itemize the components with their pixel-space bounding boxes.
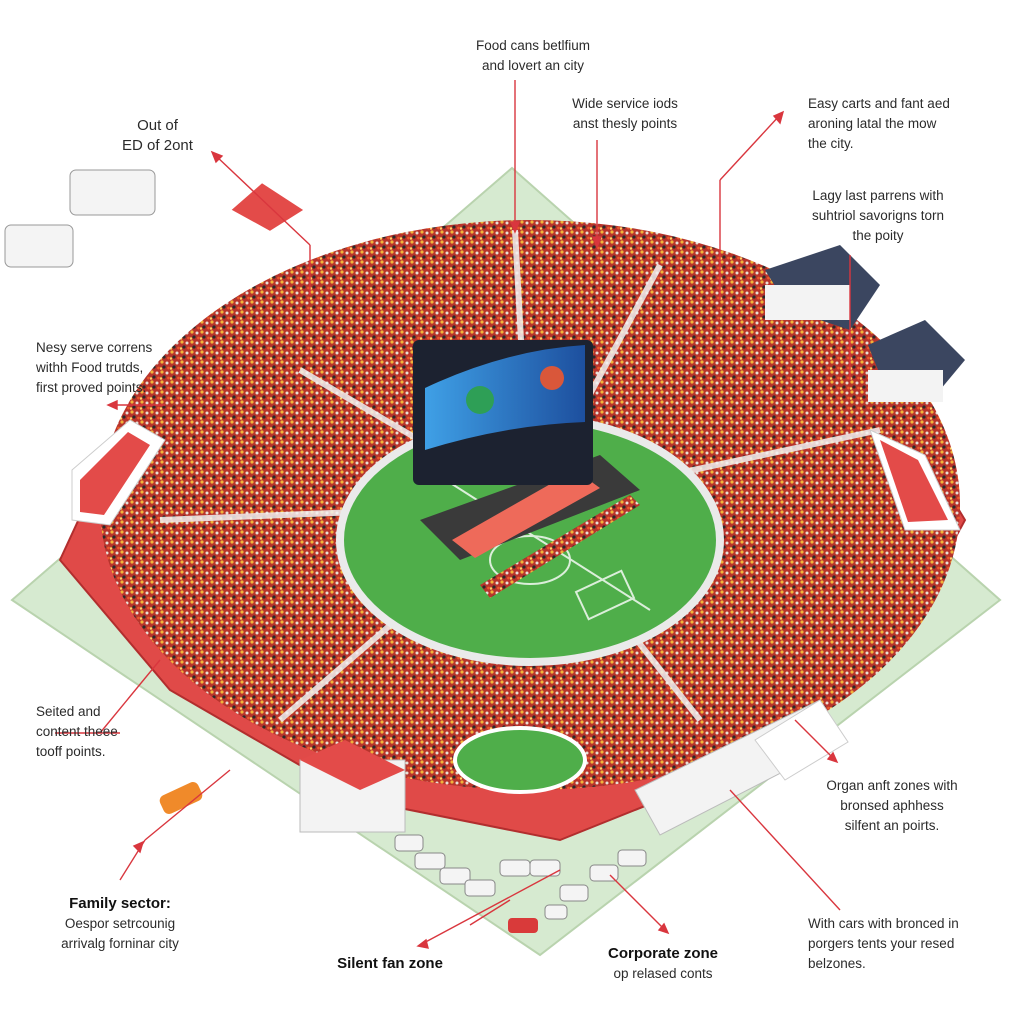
annotation-line: silfent an poirts.	[844, 818, 940, 833]
annotation-line: the city.	[808, 136, 854, 151]
annotation-line: op relased conts	[613, 966, 713, 981]
annotation-line: content theee	[36, 724, 118, 739]
corporate-roof	[754, 699, 849, 781]
annotation-wide-service: Wide service iods anst thesly points	[550, 94, 700, 134]
annotation-line: the poity	[852, 228, 904, 243]
stage-crowd-barrier	[480, 495, 640, 598]
annotation-line: Organ anft zones with	[826, 778, 958, 793]
annotation-line: Lagy last parrens with	[812, 188, 944, 203]
annotation-line: withh Food trutds,	[36, 360, 144, 375]
annotation-line: Wide service iods	[572, 96, 678, 111]
annotation-lagy-last: Lagy last parrens with suhtriol savorign…	[798, 186, 958, 246]
annotation-line: bronsed aphhess	[840, 798, 944, 813]
annotation-line: Out of	[137, 117, 178, 134]
annotation-line: first proved points.	[36, 380, 147, 395]
screen-logo-left	[466, 386, 494, 414]
east-hall-1-base	[765, 285, 850, 320]
annotation-line: Easy carts and fant aed	[808, 96, 950, 111]
stand-roof-east-stripes	[880, 440, 948, 522]
family-roof	[300, 740, 405, 790]
annotation-heading: Family sector:	[69, 895, 171, 912]
east-hall-2-base	[868, 370, 943, 402]
annotation-family: Family sector: Oespor setrcounig arrival…	[40, 894, 200, 954]
stand-roof-west-stripes	[80, 432, 150, 515]
annotation-organ: Organ anft zones with bronsed aphhess si…	[812, 776, 972, 836]
annotation-with-cars: With cars with bronced in porgers tents …	[808, 914, 959, 974]
annotation-easy-carts: Easy carts and fant aed aroning latal th…	[808, 94, 950, 154]
annotation-seited: Seited and content theee tooff points.	[36, 702, 118, 762]
silent-fan-zone-area	[453, 726, 587, 794]
screen-logo-right	[540, 366, 564, 390]
annotation-line: Food cans betlfium	[475, 38, 591, 53]
annotation-line: Seited and	[36, 704, 101, 719]
annotation-line: suhtriol savorigns torn	[811, 208, 945, 223]
service-van-2	[4, 224, 74, 268]
annotation-line: With cars with bronced in	[808, 916, 959, 931]
annotation-line: belzones.	[808, 956, 866, 971]
annotation-silent: Silent fan zone	[320, 954, 460, 974]
annotation-line: tooff points.	[36, 744, 106, 759]
annotation-nesy-serve: Nesy serve correns withh Food trutds, fi…	[36, 338, 152, 398]
annotation-line: arrivalg forninar city	[61, 936, 179, 951]
annotation-line: Oespor setrcounig	[64, 916, 176, 931]
annotation-line: porgers tents your resed	[808, 936, 955, 951]
annotation-out-of-zone: Out of ED of 2ont	[100, 116, 215, 156]
annotation-heading: Silent fan zone	[337, 955, 443, 972]
annotation-food-top: Food cans betlfium and lovert an city	[458, 36, 608, 76]
annotation-line: ED of 2ont	[122, 137, 193, 154]
orange-car	[159, 782, 203, 814]
annotation-corporate: Corporate zone op relased conts	[588, 944, 738, 984]
stage-runway	[452, 470, 600, 558]
out-of-zone-tent	[228, 180, 307, 234]
red-car	[508, 918, 538, 933]
annotation-lines	[55, 80, 851, 949]
annotation-line: anst thesly points	[572, 116, 678, 131]
annotation-line: and lovert an city	[481, 58, 585, 73]
service-van-1	[69, 169, 156, 216]
annotation-line: Nesy serve correns	[36, 340, 153, 355]
annotation-heading: Corporate zone	[607, 945, 718, 962]
annotation-line: aroning latal the mow	[808, 116, 937, 131]
field-markings	[429, 469, 651, 621]
parking-area	[394, 834, 647, 920]
